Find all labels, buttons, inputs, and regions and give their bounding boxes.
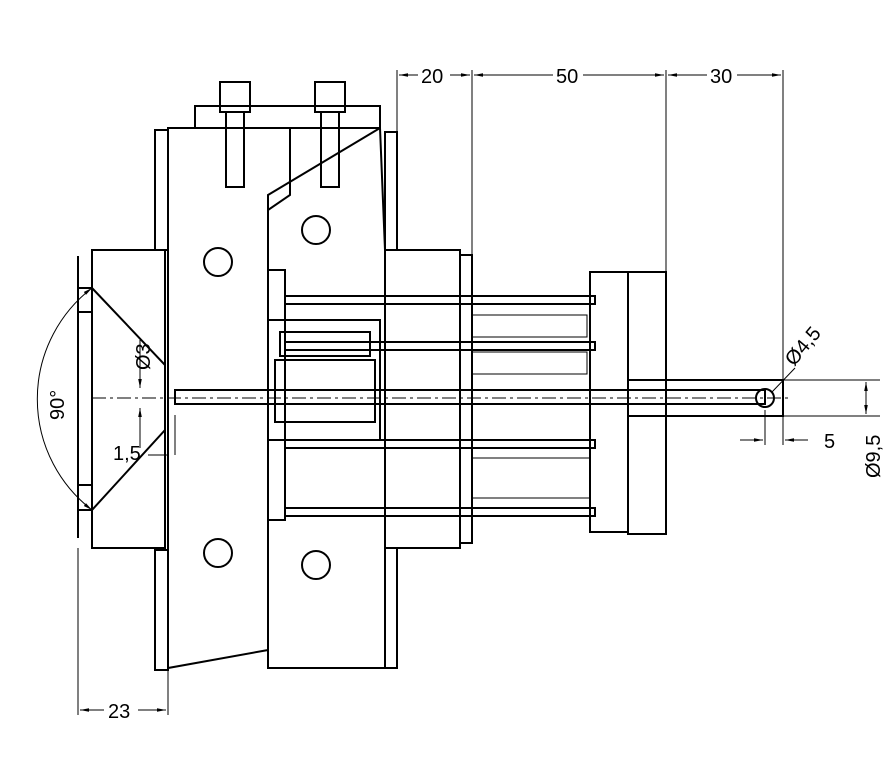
dim-50: 50 [556,66,578,88]
dim-23: 23 [108,701,130,723]
dim-90-deg: 90° [47,390,69,420]
main-body-right [267,126,398,669]
cone-flange [77,249,166,549]
rods [174,295,766,517]
dimension-labels: 20 50 30 23 90° Ø3 1,5 Ø4,5 5 Ø9,5 [47,64,885,723]
dim-30: 30 [710,66,732,88]
dim-d3: Ø3 [133,343,155,370]
dim-d9-5: Ø9,5 [863,435,885,478]
dimension-lines [36,70,880,715]
top-clamp [194,81,381,188]
dim-1-5: 1,5 [113,443,141,465]
dim-20: 20 [421,66,443,88]
dim-d4-5: Ø4,5 [781,323,826,370]
dim-5: 5 [824,431,835,453]
center-insert [267,249,473,549]
